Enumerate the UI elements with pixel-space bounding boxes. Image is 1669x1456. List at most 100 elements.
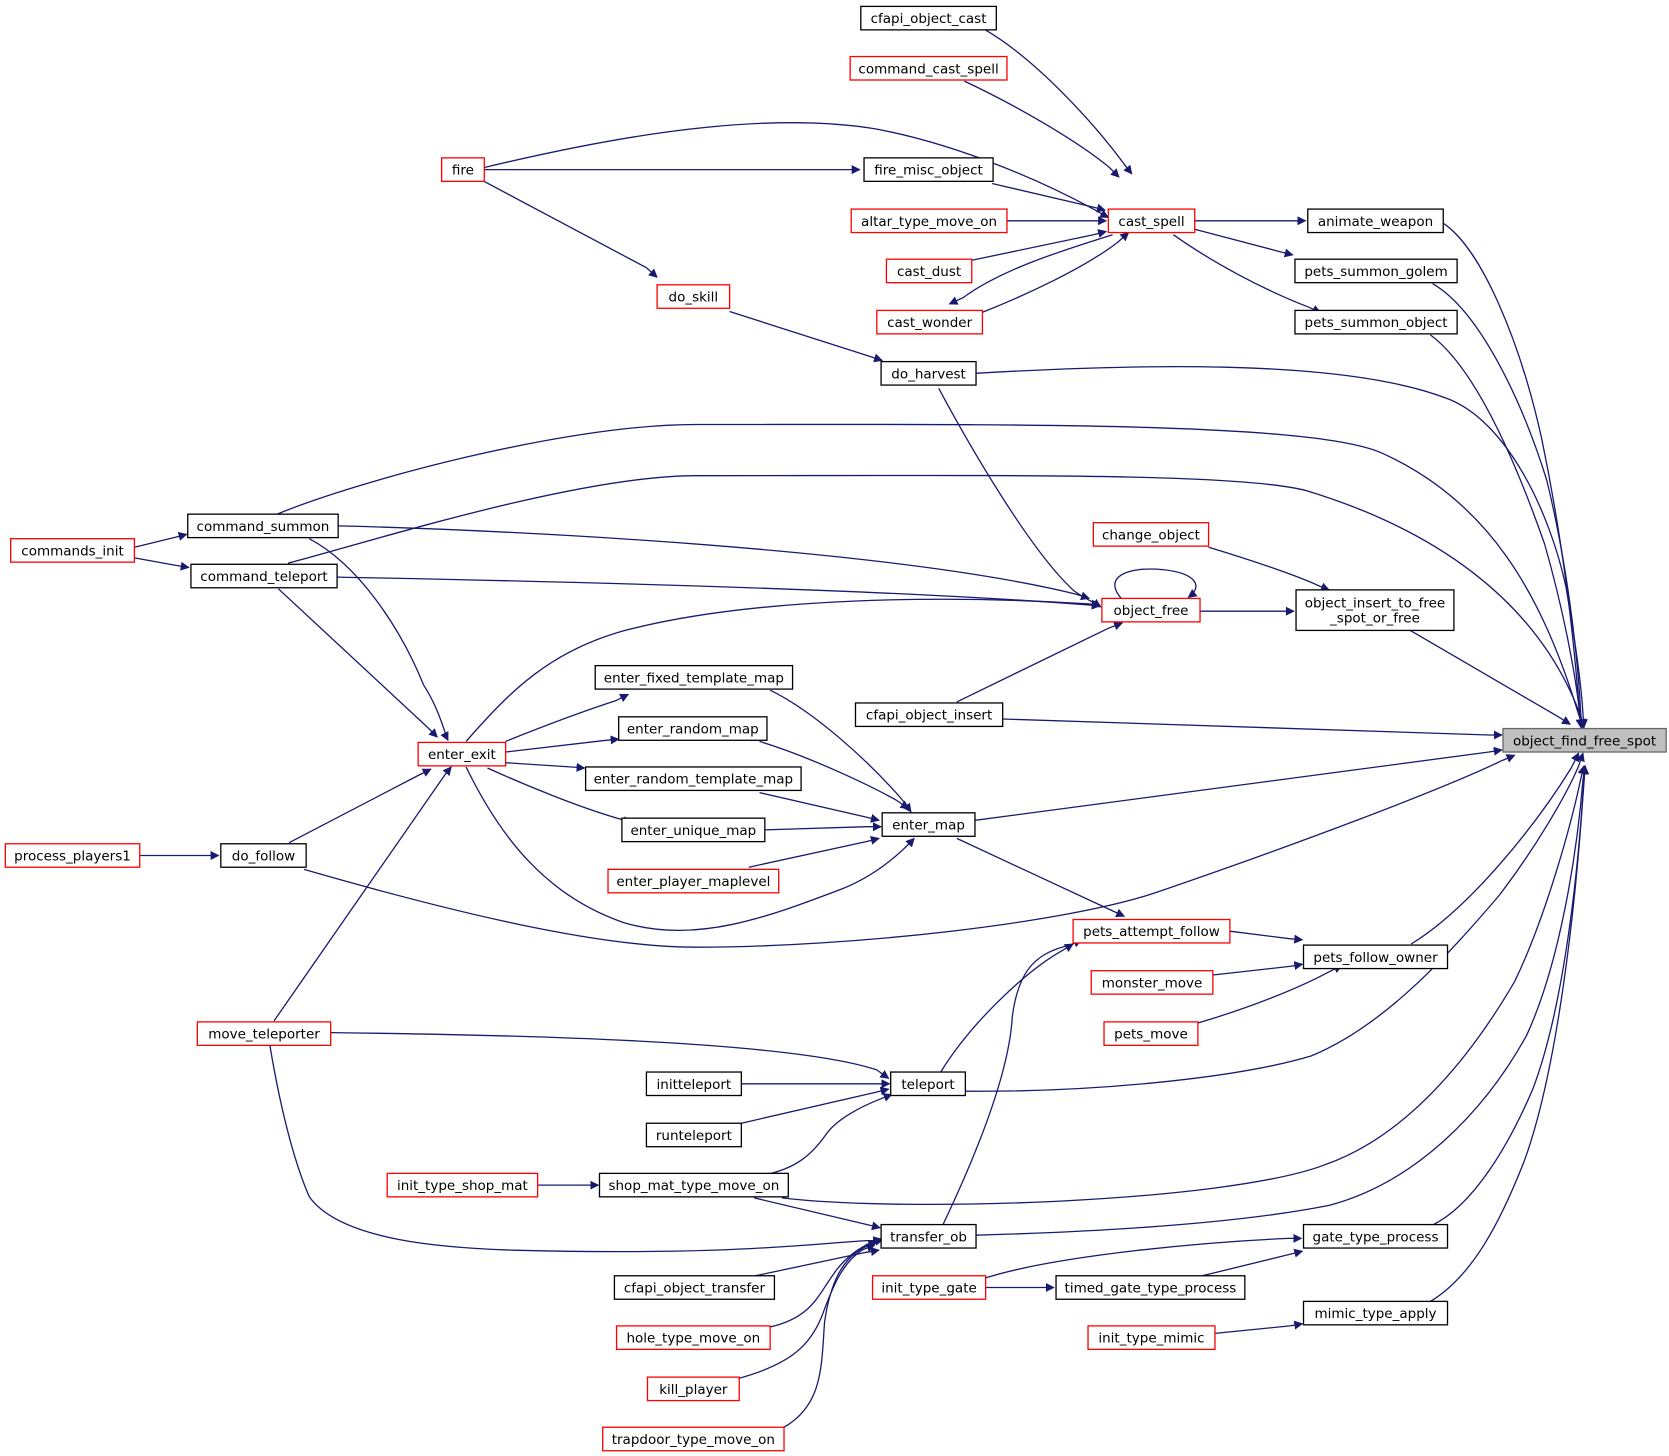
node-label: command_cast_spell	[858, 61, 998, 77]
node-cmd-summon[interactable]: command_summon	[187, 513, 339, 539]
node-do-skill[interactable]: do_skill	[656, 284, 731, 309]
node-cast-wonder[interactable]: cast_wonder	[876, 309, 984, 335]
node-hole[interactable]: hole_type_move_on	[615, 1325, 771, 1351]
node-box	[440, 157, 485, 182]
node-gate[interactable]: gate_type_process	[1302, 1223, 1449, 1249]
edge-from-change_obj	[1208, 546, 1330, 592]
edge-from-cmd_summon	[338, 525, 1090, 601]
node-label: pets_follow_owner	[1313, 950, 1438, 966]
edge-from-fire	[484, 122, 1110, 219]
node-proc-pl[interactable]: process_players1	[4, 843, 141, 868]
node-altar[interactable]: altar_type_move_on	[850, 208, 1008, 234]
edge-from-runtele	[741, 1086, 890, 1124]
node-box	[849, 55, 1008, 81]
node-golem[interactable]: pets_summon_golem	[1294, 258, 1458, 284]
node-fire-misc[interactable]: fire_misc_object	[863, 157, 994, 182]
node-box	[1294, 309, 1458, 335]
node-tgate[interactable]: timed_gate_type_process	[1055, 1275, 1246, 1300]
node-mon-move[interactable]: monster_move	[1090, 970, 1214, 995]
node-label: kill_player	[659, 1382, 728, 1398]
edge-from-enter_exit	[505, 762, 586, 772]
node-box	[1302, 1300, 1449, 1326]
edge-from-cmd_tele	[287, 474, 1586, 729]
node-box	[881, 812, 976, 837]
node-fire[interactable]: fire	[440, 157, 485, 182]
node-do-harvest[interactable]: do_harvest	[880, 360, 977, 386]
node-label: cfapi_object_insert	[866, 708, 992, 724]
edge-from-cfapi_tr	[755, 1247, 880, 1277]
node-itsm[interactable]: init_type_shop_mat	[386, 1172, 539, 1198]
node-enter-exit[interactable]: enter_exit	[417, 741, 507, 767]
node-label: gate_type_process	[1313, 1229, 1439, 1245]
node-box	[656, 284, 731, 309]
node-ertm[interactable]: enter_random_template_map	[584, 766, 802, 792]
node-box	[607, 868, 780, 894]
node-box	[594, 664, 794, 690]
node-summon-obj[interactable]: pets_summon_object	[1294, 309, 1458, 335]
node-cfapi-ins[interactable]: cfapi_object_insert	[854, 702, 1004, 728]
node-itm[interactable]: init_type_mimic	[1087, 1325, 1216, 1351]
node-box	[220, 843, 307, 868]
node-box	[645, 1122, 743, 1148]
node-enter-map[interactable]: enter_map	[881, 812, 976, 837]
node-do-follow[interactable]: do_follow	[220, 843, 307, 868]
node-box	[1502, 727, 1667, 753]
node-teleport[interactable]: teleport	[890, 1071, 967, 1097]
node-label: commands_init	[21, 543, 124, 559]
node-cmd-tele[interactable]: command_teleport	[190, 563, 338, 589]
node-label: animate_weapon	[1318, 214, 1433, 230]
node-pets-move[interactable]: pets_move	[1103, 1021, 1199, 1047]
node-layer: object_find_free_spot cfapi_object_castco…	[4, 5, 1667, 1452]
node-inittele[interactable]: initteleport	[645, 1071, 743, 1097]
edge-from-smtmo	[766, 1093, 893, 1176]
node-itg[interactable]: init_type_gate	[871, 1275, 987, 1300]
node-eum[interactable]: enter_unique_map	[621, 817, 766, 843]
node-change-obj[interactable]: change_object	[1092, 522, 1210, 547]
node-paf[interactable]: pets_attempt_follow	[1072, 918, 1231, 944]
node-box	[863, 157, 994, 182]
node-cast-spell[interactable]: cast_spell	[1107, 208, 1196, 234]
node-cast-dust[interactable]: cast_dust	[885, 258, 973, 284]
node-kill[interactable]: kill_player	[646, 1376, 740, 1402]
node-eftm[interactable]: enter_fixed_template_map	[594, 664, 794, 690]
node-box	[1055, 1275, 1246, 1300]
node-runtele[interactable]: runteleport	[645, 1122, 743, 1148]
edge-from-do_harvest	[975, 365, 1588, 729]
node-pfo[interactable]: pets_follow_owner	[1302, 944, 1449, 970]
edge-from-move_tele	[269, 1045, 882, 1253]
edge-from-enter_map	[956, 837, 1126, 917]
node-box	[1307, 208, 1444, 234]
node-mimic-apply[interactable]: mimic_type_apply	[1302, 1300, 1449, 1326]
node-box	[196, 1021, 332, 1047]
node-obj-free[interactable]: object_free	[1101, 597, 1201, 623]
node-cmds-init[interactable]: commands_init	[10, 538, 136, 563]
node-cfapi-tr[interactable]: cfapi_object_transfer	[613, 1275, 776, 1300]
edge-from-enter_map	[974, 746, 1503, 821]
node-trapdoor[interactable]: trapdoor_type_move_on	[602, 1426, 785, 1452]
node-ofs[interactable]: object_find_free_spot	[1502, 727, 1667, 753]
node-oitfs[interactable]: object_insert_to_free_spot_or_free	[1295, 589, 1455, 632]
edge-from-eum	[764, 822, 882, 832]
node-box	[190, 563, 338, 589]
edge-from-cmds_init	[134, 531, 188, 548]
node-epm[interactable]: enter_player_maplevel	[607, 868, 780, 894]
node-transfer[interactable]: transfer_ob	[880, 1223, 977, 1249]
edge-from-do_follow	[288, 768, 432, 844]
edge-from-cast_spell	[948, 234, 1113, 305]
node-box	[10, 538, 136, 563]
node-animate[interactable]: animate_weapon	[1307, 208, 1444, 234]
node-label: enter_map	[892, 818, 965, 834]
node-box	[645, 1071, 743, 1097]
node-cfapi-cast[interactable]: cfapi_object_cast	[860, 5, 997, 31]
edge-from-cmd_tele	[337, 576, 1101, 610]
node-label: init_type_shop_mat	[397, 1178, 528, 1194]
node-move-tele[interactable]: move_teleporter	[196, 1021, 332, 1047]
node-cmd-cast[interactable]: command_cast_spell	[849, 55, 1008, 81]
node-label: do_harvest	[891, 366, 966, 382]
edge-from-cmd_tele	[277, 588, 438, 738]
node-box	[613, 1275, 776, 1300]
edge-from-itg	[985, 1233, 1303, 1279]
node-erm[interactable]: enter_random_map	[618, 716, 768, 741]
node-box	[618, 716, 768, 741]
node-smtmo[interactable]: shop_mat_type_move_on	[598, 1172, 789, 1198]
